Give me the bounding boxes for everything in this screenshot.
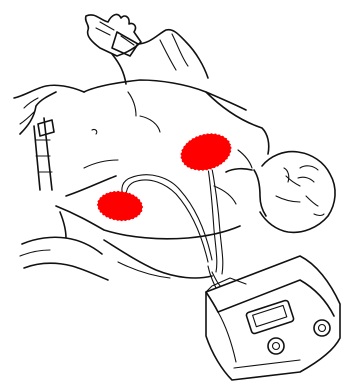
nose	[306, 196, 318, 206]
electrode-pad-lower	[96, 189, 145, 224]
nipple-right	[92, 129, 97, 134]
shirt-button	[38, 120, 54, 136]
pad-wires	[122, 156, 223, 292]
left-hand	[86, 15, 141, 56]
ear-icon	[284, 168, 289, 182]
torn-shirt-left	[14, 85, 84, 190]
aed-device	[206, 256, 340, 380]
electrode-pad-upper	[176, 128, 236, 177]
lower-clothing	[20, 212, 212, 280]
head	[254, 152, 335, 233]
mouth	[314, 214, 324, 216]
